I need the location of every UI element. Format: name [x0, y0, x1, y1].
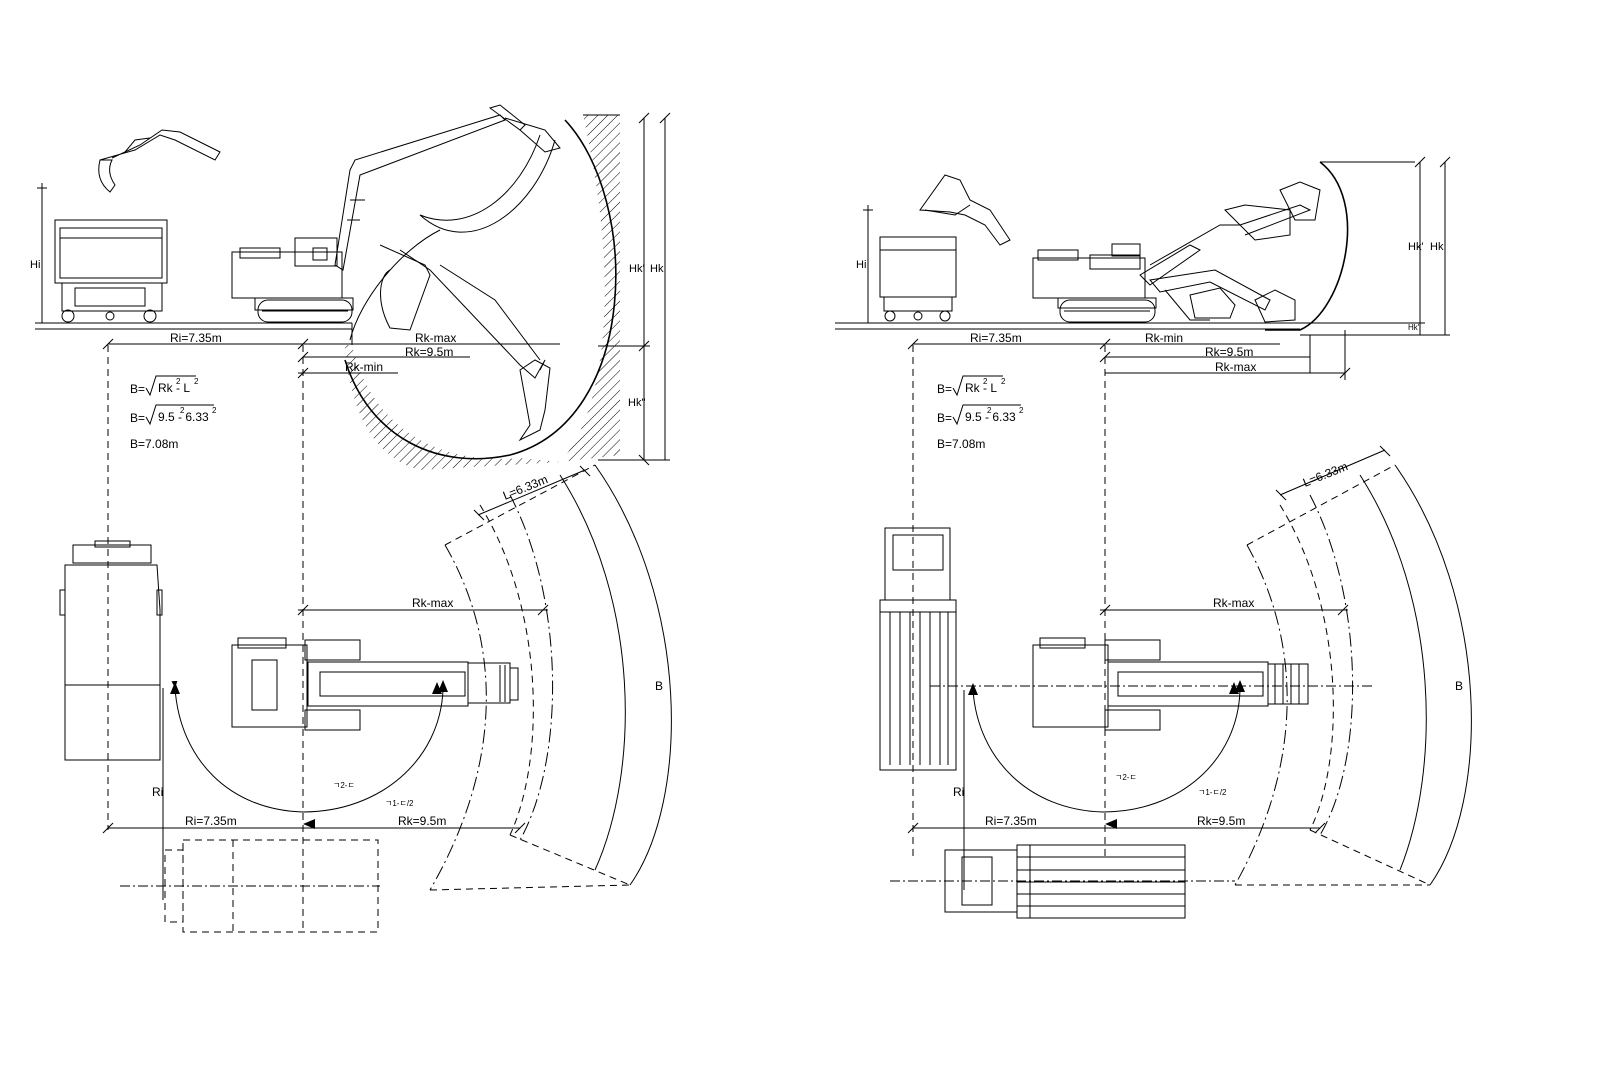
swing-arc-right	[972, 689, 1241, 813]
hi-label-right: Hi	[856, 259, 866, 271]
ri-plan-label-left: Ri	[152, 785, 163, 799]
rk-max-section-label: Rk-max	[415, 331, 456, 345]
formula-block-right: B= Rk - L 2 2 B= 9.5 - 6.33 2 2 B=7.08m	[937, 375, 1024, 451]
l-dimension-right: L=6.33m	[1301, 459, 1350, 490]
right-plan-view: L=6.33m B Rk-max ㄱ2-ㄷ ㄱ1-ㄷ/2 Ri Ri=7.35m…	[879, 445, 1472, 919]
hk-double-label: Hk''	[628, 397, 646, 409]
rk-min-section-label: Rk-min	[345, 360, 383, 374]
svg-text:Rk - L: Rk - L	[965, 381, 997, 395]
svg-text:2: 2	[194, 377, 199, 386]
arc-b-inner-right	[1359, 474, 1427, 871]
svg-text:2: 2	[983, 377, 988, 386]
angle-1-left: ㄱ2-ㄷ	[333, 781, 355, 790]
excavator-plan-right	[1032, 637, 1309, 731]
floating-bucket	[98, 129, 221, 193]
ri-section-label-right: Ri=7.35m	[970, 331, 1022, 345]
l-dimension-left: L=6.33m	[501, 472, 550, 503]
svg-text:9.5 - 6.33: 9.5 - 6.33	[158, 410, 209, 424]
excavator-left-section	[231, 104, 561, 323]
dump-truck-plan-right	[879, 527, 957, 771]
ri-section-label: Ri=7.35m	[170, 331, 222, 345]
rk-min-section-label-right: Rk-min	[1145, 331, 1183, 345]
dump-truck-plan-left	[59, 540, 163, 761]
dump-truck-side-right	[879, 236, 957, 322]
angle-2-left: ㄱ1-ㄷ/2	[385, 799, 414, 808]
formula-block-left: B= Rk - L 2 2 B= 9.5 - 6.33 2 2 B=7.08m	[130, 375, 217, 451]
shovel-bucket-high	[1224, 204, 1291, 241]
left-section-view: Hi	[30, 104, 671, 470]
front-shovel-excavator	[1032, 204, 1312, 323]
dump-truck-plan-bottom-right	[890, 844, 1235, 919]
arc-rk-left	[479, 504, 534, 836]
cutting-face-right	[1265, 161, 1349, 331]
formula-result-right: B=7.08m	[937, 437, 985, 451]
dump-truck-plan-bottom-left	[120, 839, 380, 933]
swing-arc-left	[171, 680, 444, 813]
angle-1-right: ㄱ2-ㄷ	[1115, 773, 1137, 782]
svg-text:B=: B=	[130, 411, 145, 425]
angle-2-right: ㄱ1-ㄷ/2	[1198, 788, 1227, 797]
hk-prime-label: Hk'	[629, 263, 645, 275]
svg-text:9.5 - 6.33: 9.5 - 6.33	[965, 410, 1016, 424]
ri-plan-label-right: Ri	[953, 785, 964, 799]
hk-prime-label-right: Hk'	[1408, 241, 1424, 253]
rk-section-label: Rk=9.5m	[405, 345, 453, 359]
svg-text:2: 2	[212, 406, 217, 415]
svg-text:2: 2	[1001, 377, 1006, 386]
svg-text:Rk - L: Rk - L	[158, 381, 190, 395]
b-label-left: B	[655, 679, 663, 693]
svg-text:2: 2	[987, 406, 992, 415]
rock-face-hatch	[560, 115, 620, 462]
arc-b-outer-right	[1394, 464, 1472, 886]
rk-max-section-label-right: Rk-max	[1215, 360, 1256, 374]
rk-plan-left: Rk=9.5m	[398, 814, 446, 828]
svg-text:2: 2	[180, 406, 185, 415]
floating-bucket-right	[919, 174, 1011, 246]
formula-result: B=7.08m	[130, 437, 178, 451]
bucket-low	[518, 359, 551, 442]
bucket-mid	[379, 244, 431, 331]
arc-rk-right	[1279, 504, 1334, 831]
excavator-plan-left	[231, 637, 519, 731]
b-label-right: B	[1455, 679, 1463, 693]
rk-max-plan-left: Rk-max	[412, 596, 453, 610]
svg-text:2: 2	[1019, 406, 1024, 415]
dump-truck-side	[54, 219, 168, 323]
left-plan-view: L=6.33m B Rk-max ㄱ2-ㄷ ㄱ1-ㄷ/2 Ri Ri=7.35m…	[59, 464, 672, 933]
arc-b-inner-left	[559, 474, 626, 871]
svg-text:2: 2	[176, 377, 181, 386]
ri-plan-right: Ri=7.35m	[985, 814, 1037, 828]
ri-plan-left: Ri=7.35m	[185, 814, 237, 828]
digging-envelope	[344, 119, 617, 460]
svg-text:B=: B=	[937, 382, 952, 396]
hk-bottom-label-right: Hk'	[1408, 323, 1420, 332]
svg-text:B=: B=	[937, 411, 952, 425]
arc-b-outer-left	[594, 464, 672, 886]
rk-section-label-right: Rk=9.5m	[1205, 345, 1253, 359]
arc-rk-min-left	[429, 544, 487, 891]
hk-label: Hk	[650, 263, 664, 275]
svg-text:B=: B=	[130, 382, 145, 396]
right-section-view: Hi	[835, 156, 1451, 451]
shovel-bucket-low	[1189, 287, 1236, 319]
rk-plan-right: Rk=9.5m	[1197, 814, 1245, 828]
bucket-curve-top	[419, 134, 556, 233]
rk-max-plan-right: Rk-max	[1213, 596, 1254, 610]
hi-label: Hi	[30, 259, 40, 271]
arc-rk-min-right	[1234, 544, 1288, 886]
hk-label-right: Hk	[1430, 241, 1444, 253]
